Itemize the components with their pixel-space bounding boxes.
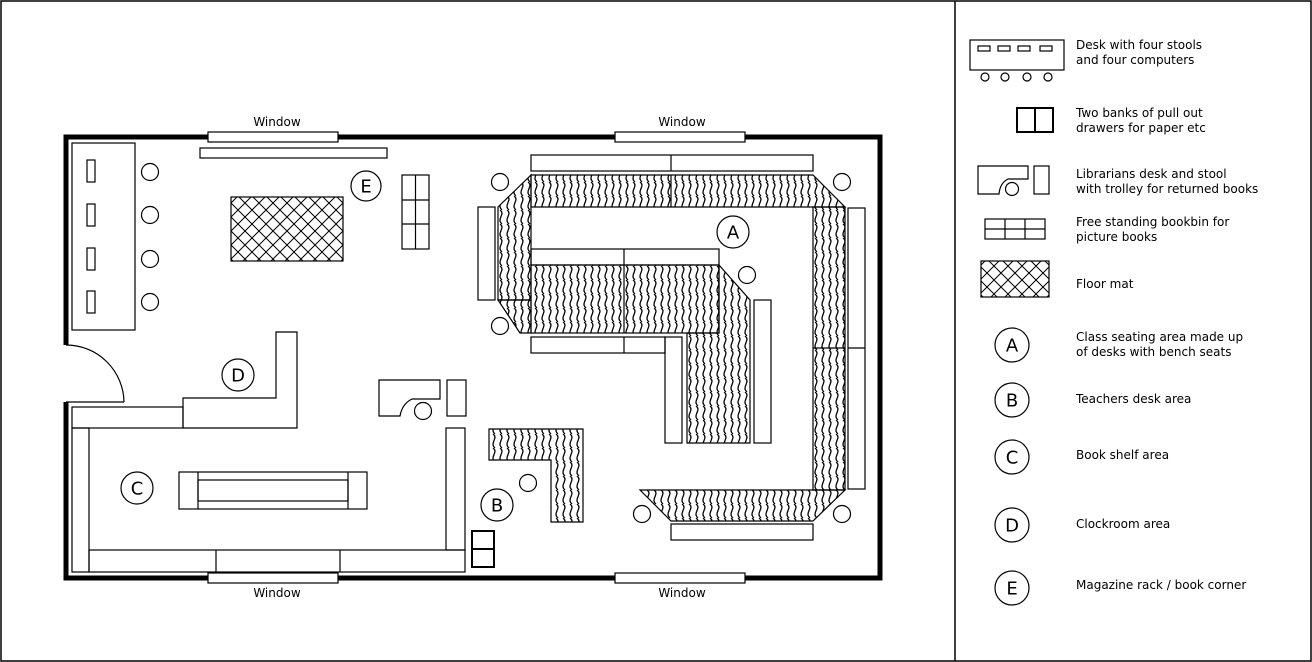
legend-text: and four computers — [1076, 53, 1194, 67]
window-label: Window — [253, 115, 301, 129]
class-seating-area-a: A — [477, 154, 866, 541]
windows: Window Window Window Window — [207, 115, 746, 600]
zone-b: B — [480, 488, 514, 522]
librarian-desk — [378, 379, 467, 421]
legend-text: Book shelf area — [1076, 448, 1169, 462]
legend-zone-letter: E — [1006, 579, 1017, 600]
legend-text: Teachers desk area — [1075, 392, 1191, 406]
window-label: Window — [658, 115, 706, 129]
legend-zone-e: E — [994, 570, 1030, 606]
zone-d: D — [221, 358, 255, 392]
zone-label: A — [727, 223, 740, 244]
legend-text: drawers for paper etc — [1076, 121, 1206, 135]
door — [65, 344, 125, 403]
legend-text: Free standing bookbin for — [1076, 215, 1229, 229]
legend-text: Floor mat — [1076, 277, 1134, 291]
zone-c: C — [120, 471, 154, 505]
legend-text: Magazine rack / book corner — [1076, 578, 1246, 592]
computer-desk — [71, 142, 160, 331]
zone-label: C — [131, 479, 144, 500]
legend-text: of desks with bench seats — [1076, 345, 1232, 359]
wall-shelf — [199, 147, 388, 159]
legend-text: picture books — [1076, 230, 1157, 244]
legend-zone-letter: C — [1006, 448, 1019, 469]
legend-zone-b: B — [994, 382, 1030, 418]
legend-zone-a: A — [994, 327, 1030, 363]
legend-symbol-desk — [969, 39, 1065, 82]
legend-text: Clockroom area — [1076, 517, 1170, 531]
legend-zone-c: C — [994, 439, 1030, 475]
legend-text: Desk with four stools — [1076, 38, 1202, 52]
zone-label: B — [491, 496, 503, 517]
legend-symbol-drawers — [1016, 107, 1054, 133]
picture-bookbin — [401, 174, 430, 250]
legend-symbol-librarian-desk — [977, 165, 1050, 197]
legend-text: Class seating area made up — [1076, 330, 1243, 344]
window-label: Window — [658, 586, 706, 600]
legend-text: Librarians desk and stool — [1076, 167, 1227, 181]
window-label: Window — [253, 586, 301, 600]
teacher-desk — [488, 428, 584, 523]
legend-zone-letter: A — [1006, 336, 1019, 357]
floor-mat — [230, 196, 344, 262]
legend-zone-letter: D — [1005, 516, 1019, 537]
legend-zone-letter: B — [1006, 391, 1018, 412]
zone-label: E — [360, 177, 371, 198]
zone-e: E — [350, 170, 382, 202]
legend-text: with trolley for returned books — [1076, 182, 1258, 196]
legend-text: Two banks of pull out — [1075, 106, 1203, 120]
legend: A B C D E Desk with four stools and four… — [954, 1, 1258, 661]
zone-label: D — [231, 366, 245, 387]
drawers — [471, 530, 495, 568]
legend-symbol-bookbin — [984, 218, 1046, 240]
legend-symbol-floor-mat — [980, 260, 1050, 298]
room-walls — [63, 134, 883, 581]
legend-zone-d: D — [994, 507, 1030, 543]
bookshelf-area-c — [71, 331, 466, 573]
